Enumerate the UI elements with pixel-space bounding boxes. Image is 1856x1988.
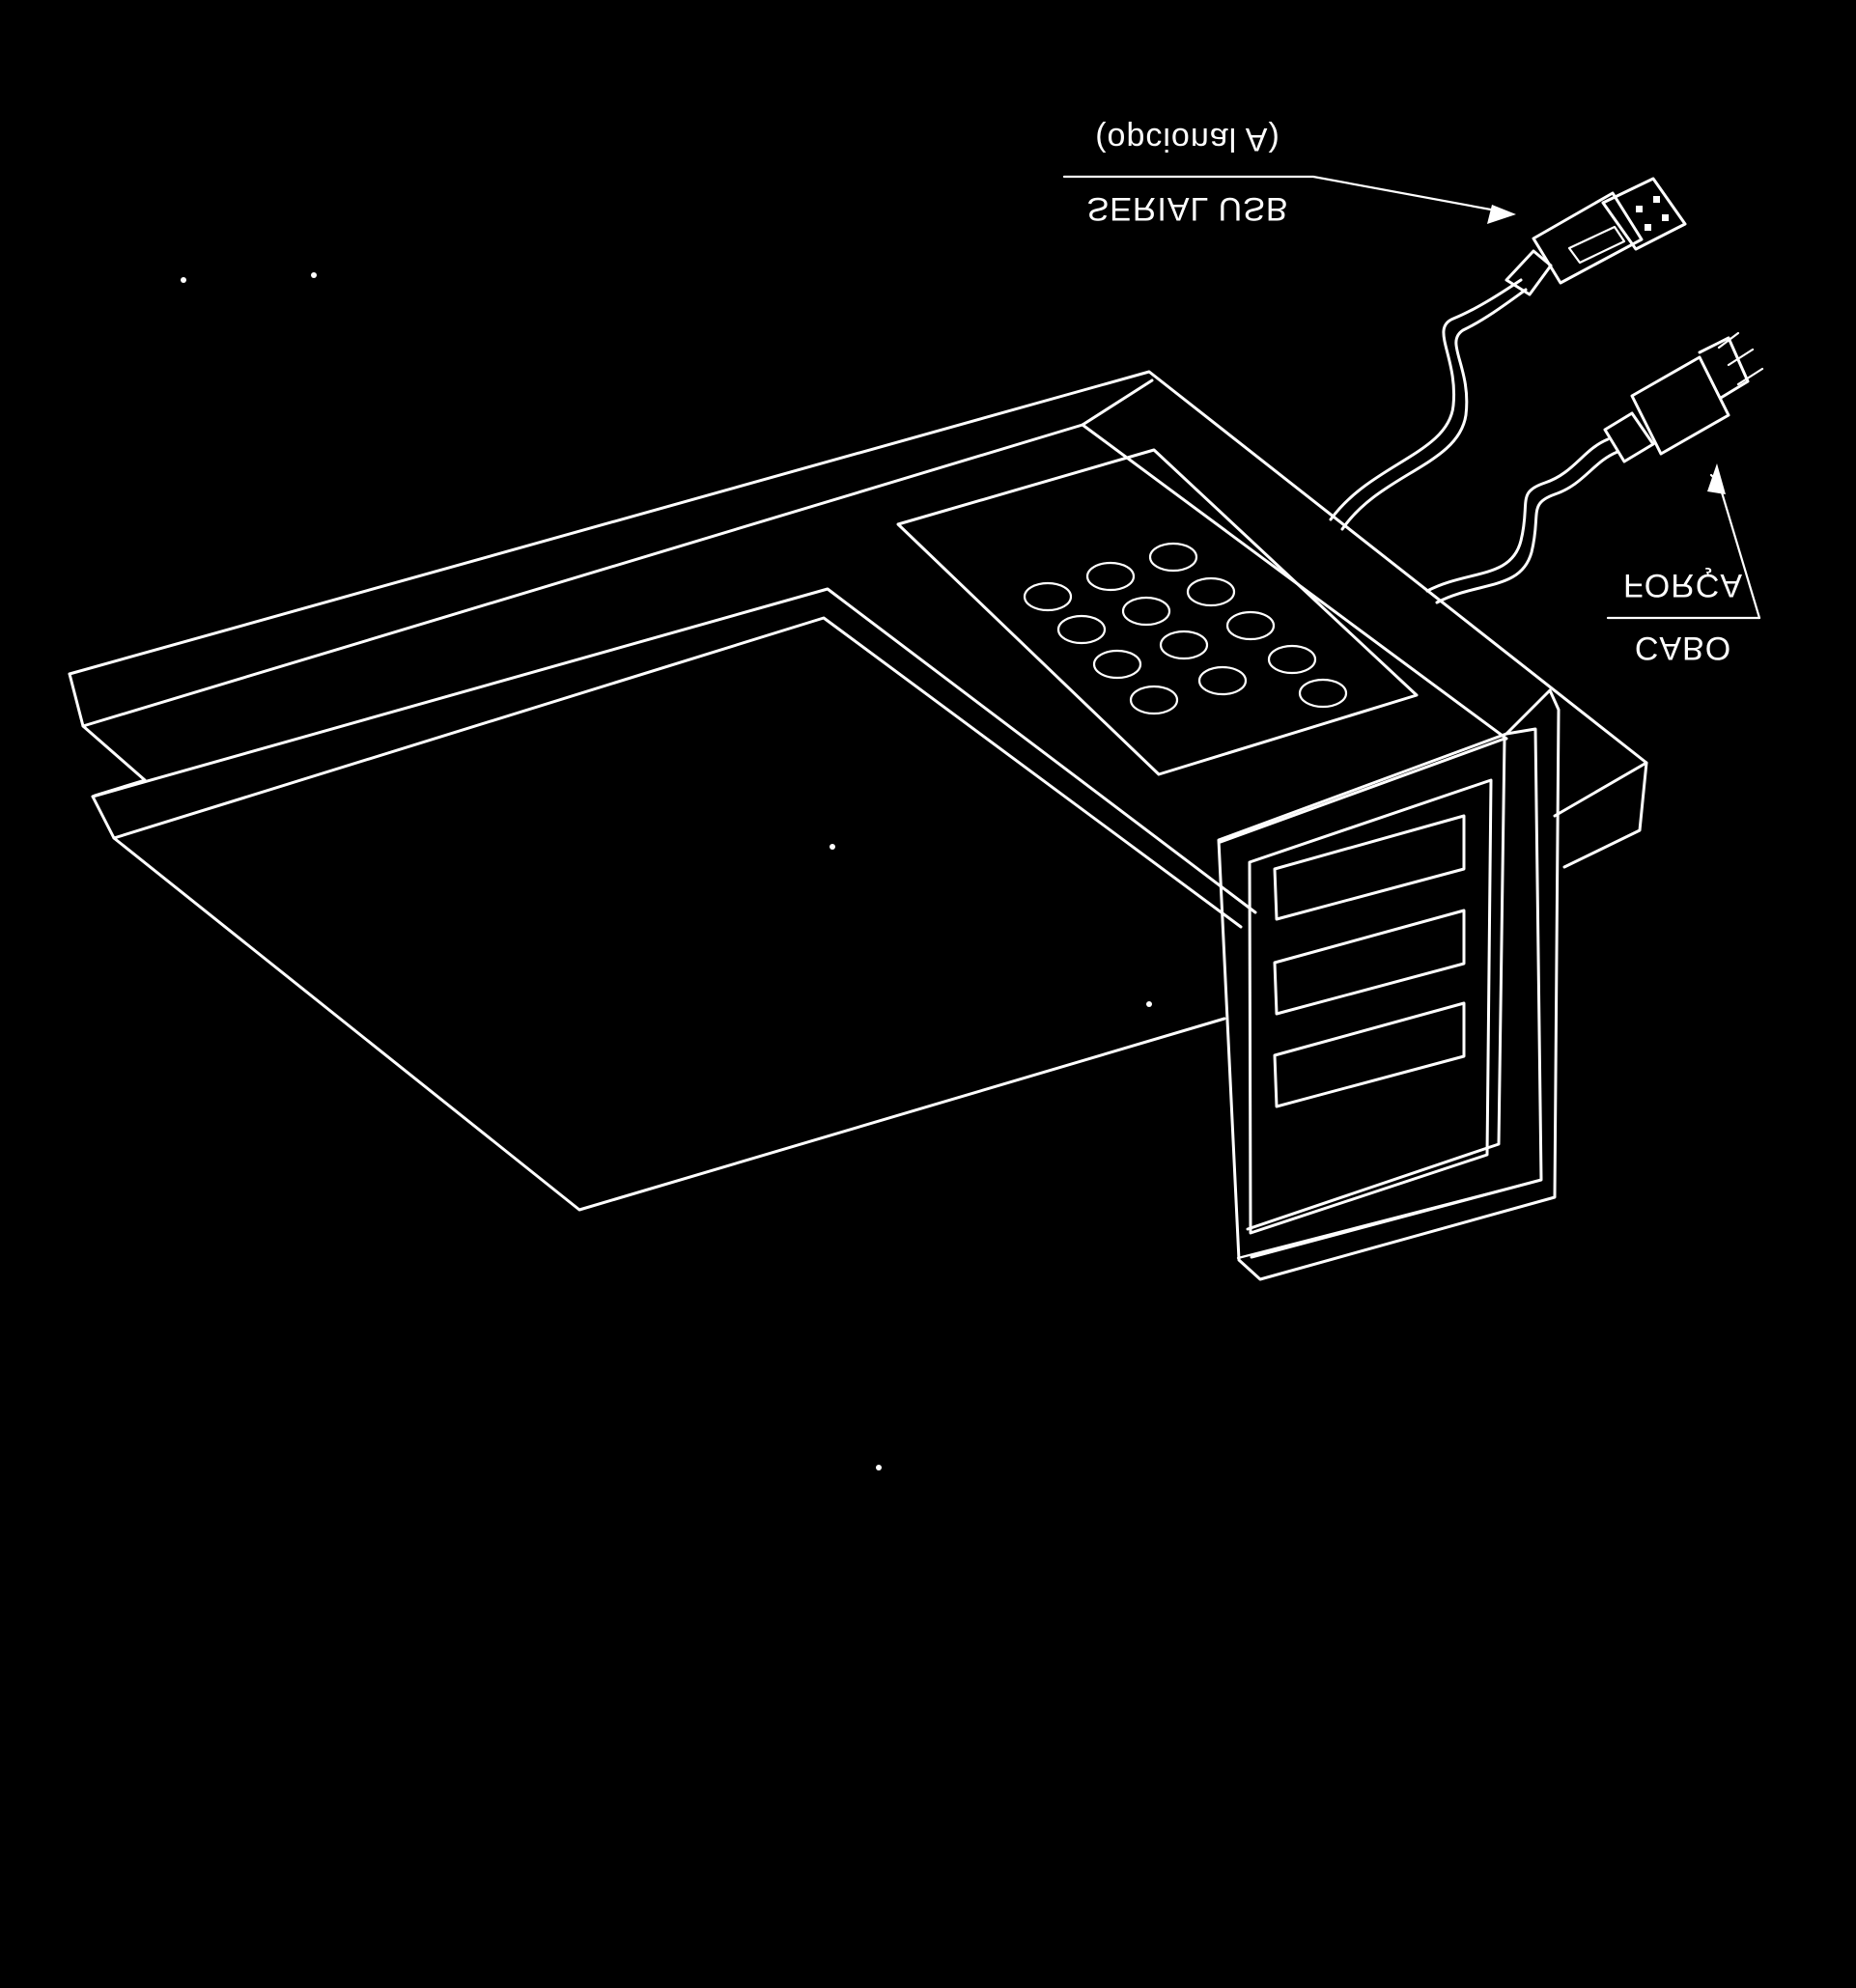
usb-cable [1329, 177, 1687, 531]
keypad-key [1159, 630, 1209, 660]
usb-arrowhead [1487, 205, 1516, 224]
power-arrowhead [1707, 463, 1726, 494]
keypad-key [1225, 610, 1276, 641]
usb-pin-dot [1662, 214, 1669, 221]
usb-label-top: (opcional A) [1095, 121, 1280, 157]
keypad-key [1023, 581, 1073, 612]
keypad-key [1129, 685, 1179, 715]
display-window [1273, 909, 1466, 1016]
display-window [1273, 1001, 1466, 1108]
keypad-panel [896, 448, 1419, 776]
power-label-bottom: CABO [1635, 630, 1731, 666]
power-plug-prongs [1717, 331, 1764, 386]
base-tray [68, 370, 1648, 869]
usb-pin-dot [1653, 196, 1660, 203]
usb-callout [1062, 175, 1516, 224]
power-cable [1425, 331, 1764, 604]
display-window [1273, 814, 1466, 921]
keypad-key [1298, 678, 1348, 709]
keypad-key [1092, 649, 1142, 680]
power-plug-strain [1603, 411, 1655, 463]
power-callout [1606, 463, 1761, 620]
usb-label-bottom: SERIAL USB [1086, 190, 1288, 227]
power-plug-face [1698, 336, 1750, 400]
keypad-key [1148, 542, 1198, 573]
keypad-key [1186, 576, 1236, 607]
keypad-key [1121, 596, 1171, 627]
usb-plug-body [1532, 191, 1644, 285]
keypad-key [1197, 665, 1248, 696]
scan-specks [181, 272, 1152, 1470]
keypad-key [1056, 614, 1107, 645]
power-plug-body [1630, 355, 1730, 456]
power-label-top: FORÇA [1623, 567, 1743, 603]
usb-connector [1601, 177, 1687, 251]
usb-pin-dot [1636, 206, 1643, 212]
keypad-key [1267, 644, 1317, 675]
usb-pin-dot [1645, 224, 1651, 231]
weighing-platter [91, 587, 1257, 1212]
keypad-key [1085, 561, 1136, 592]
display-tower [1217, 688, 1561, 1281]
